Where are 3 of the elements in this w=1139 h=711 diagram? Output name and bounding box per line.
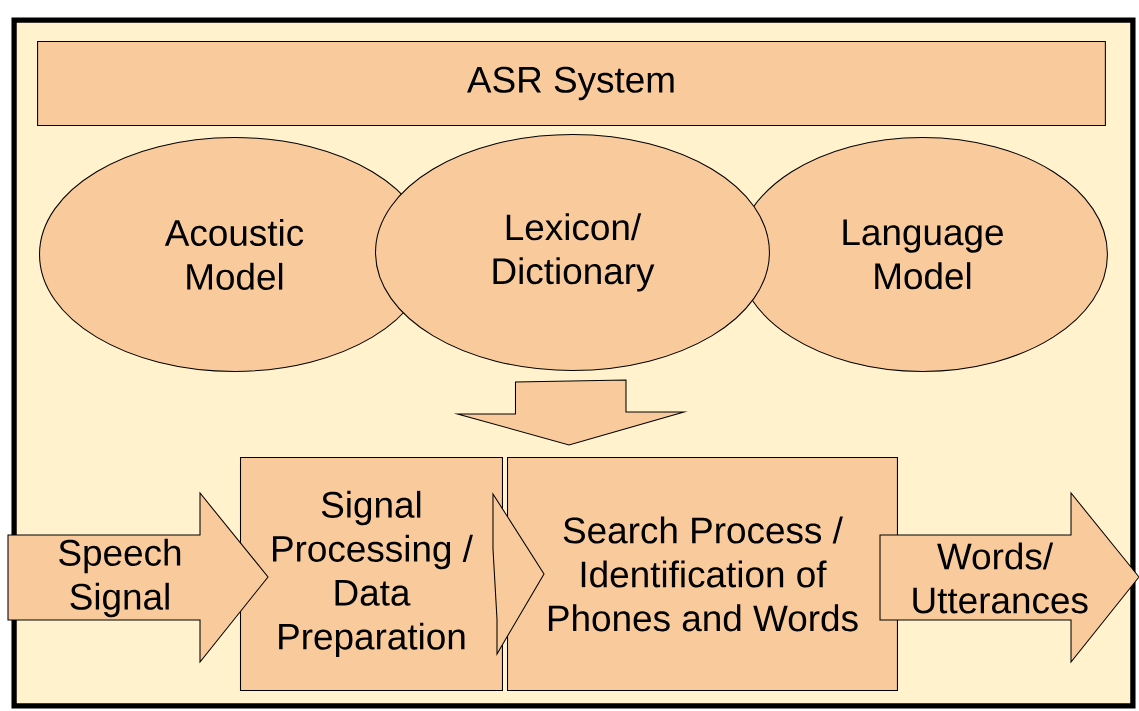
block-arrow	[453, 379, 688, 446]
block-arrow	[492, 492, 545, 656]
title-band: ASR System	[37, 40, 1106, 126]
